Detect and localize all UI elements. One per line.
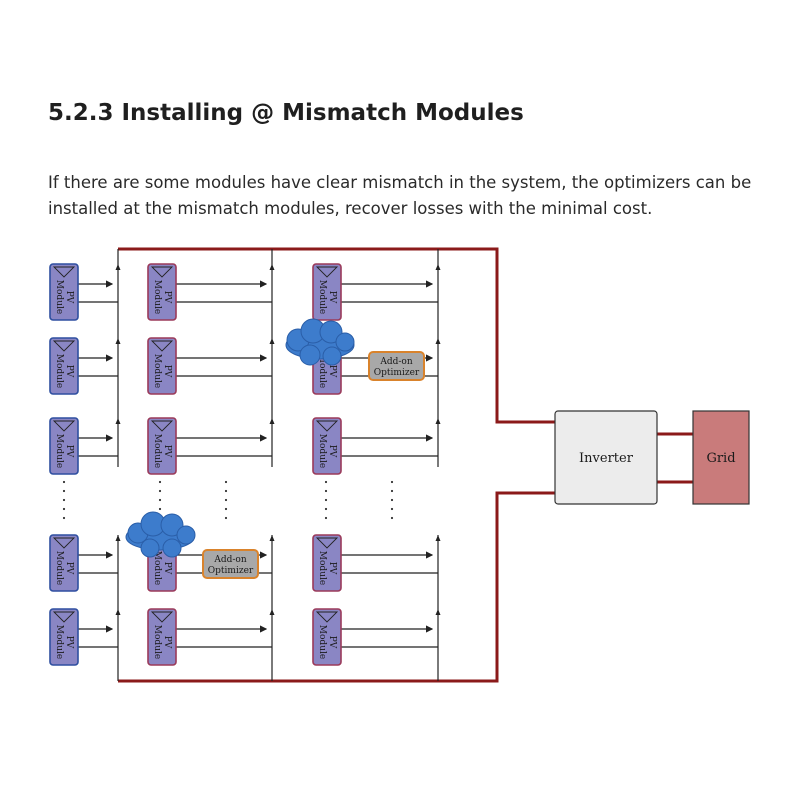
optimizer-label-1a: Add-on xyxy=(379,357,412,367)
inverter-box: Inverter xyxy=(554,410,658,505)
module-label-module: Module xyxy=(152,354,162,388)
module-label-module: Module xyxy=(54,551,64,585)
optimizer-label-1b: Optimizer xyxy=(374,368,420,378)
module-label-pv: PV xyxy=(327,445,337,458)
module-label-module: Module xyxy=(54,625,64,659)
module-label-pv: PV xyxy=(64,562,74,575)
module-label-module: Module xyxy=(317,354,327,388)
module-label-module: Module xyxy=(317,434,327,468)
inverter-label: Inverter xyxy=(579,451,634,466)
module-label-pv: PV xyxy=(64,365,74,378)
module-label-pv: PV xyxy=(327,636,337,649)
module-label-pv: PV xyxy=(162,636,172,649)
module-label-pv: PV xyxy=(162,365,172,378)
module-label-module: Module xyxy=(317,625,327,659)
optimizer-label-2a: Add-on xyxy=(213,555,246,565)
module-label-module: Module xyxy=(317,280,327,314)
continuation-dots xyxy=(62,480,394,520)
module-label-pv: PV xyxy=(327,291,337,304)
description-paragraph: If there are some modules have clear mis… xyxy=(48,173,752,218)
module-label-module: Module xyxy=(54,434,64,468)
string-wiring xyxy=(78,249,441,681)
module-label-pv: PV xyxy=(64,291,74,304)
module-label-module: Module xyxy=(54,354,64,388)
module-label-pv: PV xyxy=(162,291,172,304)
module-label-pv: PV xyxy=(162,445,172,458)
module-label-module: Module xyxy=(317,551,327,585)
optimizer-label-2b: Optimizer xyxy=(208,566,254,576)
module-label-pv: PV xyxy=(64,636,74,649)
grid-box: Grid xyxy=(692,410,750,505)
module-label-pv: PV xyxy=(327,562,337,575)
optimizer-box-2: Add-on Optimizer xyxy=(202,549,259,579)
module-label-module: Module xyxy=(54,280,64,314)
module-label-pv: PV xyxy=(64,445,74,458)
module-label-pv: PV xyxy=(162,562,172,575)
module-label-module: Module xyxy=(152,434,162,468)
pv-modules: PVModulePVModulePVModulePVModulePVModule… xyxy=(49,263,342,666)
optimizer-box-1: Add-on Optimizer xyxy=(368,351,425,381)
module-label-pv: PV xyxy=(327,365,337,378)
section-heading: 5.2.3 Installing @ Mismatch Modules xyxy=(48,100,524,126)
cloud-shade-icon-1 xyxy=(285,318,355,366)
module-label-module: Module xyxy=(152,551,162,585)
module-label-module: Module xyxy=(152,625,162,659)
cloud-shade-icon-2 xyxy=(125,511,196,558)
module-label-module: Module xyxy=(152,280,162,314)
main-bus-wires xyxy=(118,247,693,683)
grid-label: Grid xyxy=(706,451,735,466)
